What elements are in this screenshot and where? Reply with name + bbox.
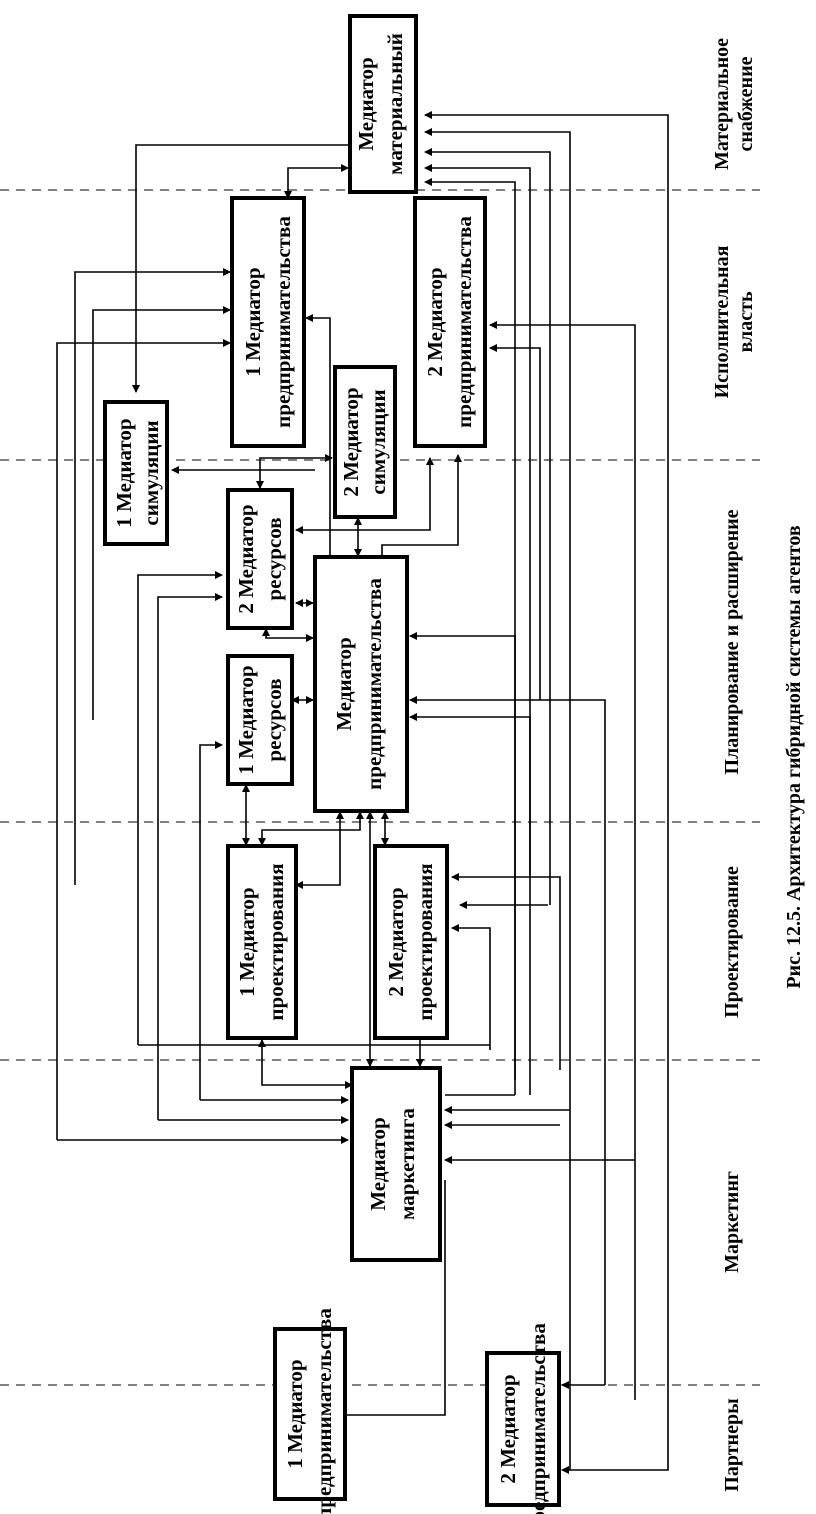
box-label: симуляции — [366, 389, 390, 494]
box-label: материальный — [383, 33, 407, 175]
connector — [157, 593, 223, 1120]
box-label: проектирования — [413, 863, 437, 1020]
box-design-1 — [226, 844, 298, 1040]
connector — [199, 741, 223, 1100]
connector — [424, 148, 551, 905]
box-label: 1 Медиатор — [283, 1359, 307, 1468]
box-partner-1 — [273, 1327, 347, 1501]
box-material-mediator — [348, 14, 418, 194]
box-resources-1 — [226, 654, 294, 786]
connector — [258, 1039, 353, 1089]
connector — [262, 628, 314, 642]
box-label: предпринимательства — [362, 578, 386, 790]
connector — [92, 306, 231, 720]
connector — [451, 873, 561, 1070]
figure-caption: Рис. 12.5. Архитектура гибридной системы… — [783, 525, 805, 989]
box-label: предпринимательства — [271, 216, 295, 428]
box-label: маркетинга — [395, 1108, 419, 1220]
box-simulation-1 — [103, 400, 169, 546]
connector — [424, 111, 669, 1295]
box-label: Медиатор — [332, 637, 356, 731]
box-label: 1 Медиатор — [241, 267, 265, 376]
connector — [409, 713, 531, 1095]
connector — [489, 321, 636, 1160]
connector — [489, 344, 541, 700]
section-labels: Материальное снабжение Исполнительная вл… — [711, 38, 757, 1492]
box-label: симуляции — [139, 420, 163, 525]
connector — [56, 339, 231, 1140]
box-simulation-2 — [333, 365, 397, 519]
connector — [409, 696, 606, 1385]
section-label-planning: Планирование и расширение — [721, 509, 743, 774]
connector — [284, 164, 349, 199]
box-label: предпринимательства — [312, 1308, 336, 1514]
box-label: 2 Медиатор — [423, 267, 447, 376]
box-marketing — [350, 1066, 442, 1262]
box-exec-entrepreneurship-2 — [413, 196, 487, 448]
box-label: Медиатор — [366, 1117, 390, 1211]
connector — [424, 164, 531, 875]
box-label: 2 Медиатор — [339, 387, 363, 496]
connector — [381, 454, 462, 556]
connector — [451, 924, 491, 1050]
section-label-design: Проектирование — [721, 866, 743, 1018]
box-label: ресурсов — [262, 517, 286, 600]
section-label-marketing: Маркетинг — [721, 1171, 743, 1273]
box-labels: Медиатор материальный 1 Медиатор предпри… — [112, 33, 550, 1514]
section-label-supply: Материальное — [711, 38, 733, 170]
connector — [424, 128, 571, 1470]
section-label-executive: власть — [735, 291, 757, 352]
box-label: 2 Медиатор — [234, 504, 258, 613]
connector — [305, 314, 331, 556]
connector — [339, 1180, 446, 1419]
connector — [258, 811, 364, 846]
connector — [295, 811, 344, 889]
box-label: 2 Медиатор — [496, 1374, 520, 1483]
connector — [295, 457, 434, 534]
box-label: ресурсов — [262, 678, 286, 761]
connector — [409, 632, 516, 1080]
box-label: 1 Медиатор — [235, 887, 259, 996]
box-label: предпринимательства — [452, 216, 476, 428]
box-label: 1 Медиатор — [234, 665, 258, 774]
box-resources-2 — [226, 488, 294, 630]
box-design-2 — [373, 844, 449, 1040]
box-plan-entrepreneurship — [313, 555, 409, 813]
box-label: предпринимательства — [526, 1323, 550, 1514]
section-label-executive: Исполнительная — [711, 245, 733, 398]
section-label-partners: Партнеры — [721, 1398, 743, 1492]
box-label: проектирования — [264, 863, 288, 1020]
connectors — [56, 111, 669, 1474]
connector — [561, 1295, 669, 1474]
box-label: 2 Медиатор — [384, 887, 408, 996]
box-exec-entrepreneurship-1 — [230, 196, 306, 448]
connector — [256, 454, 333, 489]
box-label: Медиатор — [354, 57, 378, 151]
connector — [137, 571, 223, 1045]
boxes — [103, 14, 561, 1507]
box-label: 1 Медиатор — [112, 418, 136, 527]
connector — [74, 268, 231, 885]
box-partner-2 — [485, 1351, 561, 1507]
section-label-supply: снабжение — [735, 56, 757, 151]
